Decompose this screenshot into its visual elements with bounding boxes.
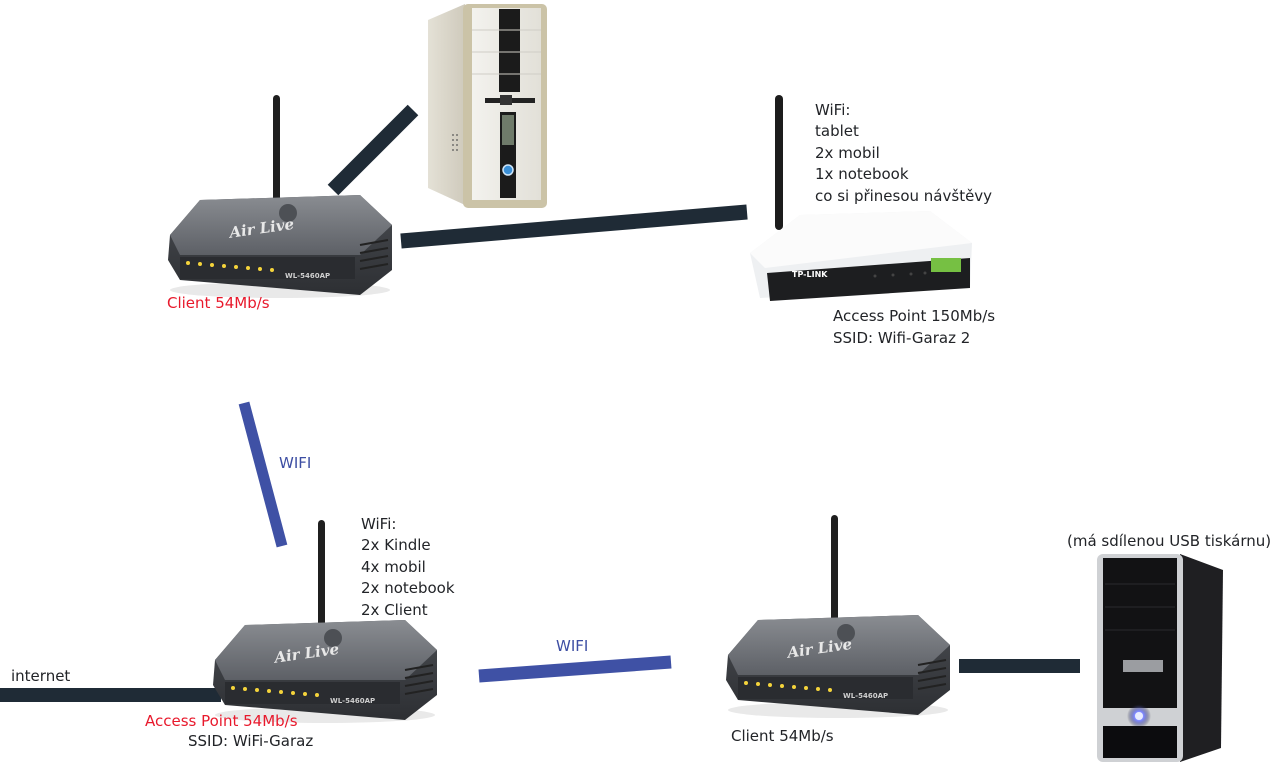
- router-right-mode-label: Client 54Mb/s: [731, 727, 834, 745]
- tplink-wifi-client: 2x mobil: [815, 143, 880, 162]
- internet-label: internet: [11, 667, 71, 685]
- tplink-ssid-label: SSID: Wifi-Garaz 2: [833, 329, 971, 347]
- router-right-airlive: [718, 515, 958, 720]
- router-main-ssid-label: SSID: WiFi-Garaz: [188, 732, 314, 750]
- wired-link-router-top-to-tplink: [400, 204, 748, 249]
- router-main-wifi-client: 2x notebook: [361, 579, 455, 598]
- pc-right-note: (má sdílenou USB tiskárnu): [1067, 532, 1272, 550]
- router-main-wifi-clients-list: WiFi: 2x Kindle 4x mobil 2x notebook 2x …: [361, 514, 455, 621]
- tplink-wifi-client: co si přinesou návštěvy: [815, 186, 993, 205]
- router-top-airlive: [160, 95, 400, 300]
- desktop-pc-beige: [428, 4, 547, 208]
- router-main-wifi-client: 4x mobil: [361, 557, 426, 576]
- router-main-wifi-client: 2x Client: [361, 600, 428, 619]
- wifi-link-main-to-router-top: [238, 401, 288, 548]
- wifi-link-label-bottom: WIFI: [556, 637, 589, 655]
- tplink-mode-label: Access Point 150Mb/s: [833, 307, 996, 325]
- tplink-wifi-clients-list: WiFi: tablet 2x mobil 1x notebook co si …: [815, 100, 992, 207]
- tplink-wifi-heading: WiFi:: [815, 101, 851, 119]
- svg-text:TP-LINK: TP-LINK: [792, 270, 828, 279]
- desktop-pc-black: [1097, 554, 1223, 762]
- router-main-wifi-heading: WiFi:: [361, 515, 397, 533]
- wifi-link-main-to-router-right: [478, 655, 672, 683]
- wifi-link-label-left: WIFI: [279, 454, 312, 472]
- tplink-access-point: TP-LINK: [750, 95, 972, 301]
- tplink-wifi-client: 1x notebook: [815, 165, 909, 184]
- tplink-wifi-client: tablet: [815, 122, 859, 141]
- router-top-mode-label: Client 54Mb/s: [167, 294, 270, 312]
- router-main-mode-label: Access Point 54Mb/s: [145, 712, 298, 730]
- wired-link-router-top-to-pc: [327, 104, 419, 196]
- router-main-wifi-client: 2x Kindle: [361, 536, 431, 555]
